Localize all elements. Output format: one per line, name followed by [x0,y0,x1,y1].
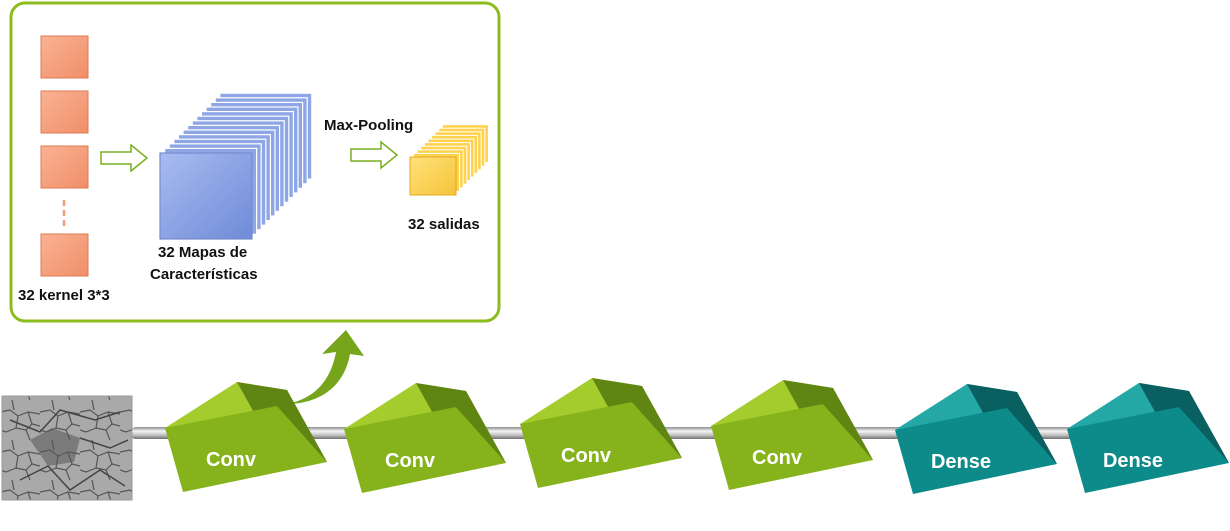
cube-edge [1179,391,1229,463]
cube-front-face [344,407,506,493]
output-layer [409,156,457,196]
feature-map-front [159,152,253,240]
kernel-square [40,90,89,134]
arrow-right-icon [100,143,149,173]
cube-edge [823,388,873,460]
conv-block-label: Conv [206,449,257,471]
conv-block: Conv [344,383,506,493]
zoom-arrow-icon [286,330,364,404]
kernel-square [40,233,89,277]
cube-front-face [520,402,682,488]
output-front [409,156,457,196]
feature-map-layer [159,152,253,240]
cube-edge [456,391,506,463]
conv-block: Conv [711,380,873,490]
conv-block-label: Conv [385,450,436,472]
cube-front-face [1067,407,1229,493]
cube-front-face [711,404,873,490]
kernel-label: 32 kernel 3*3 [18,287,110,304]
cube-front-face [895,408,1057,494]
pooling-label: Max-Pooling [324,117,413,134]
dense-block-label: Dense [931,451,991,473]
conv-block: Conv [520,378,682,488]
feature-maps-label-line2: Características [150,266,258,283]
dense-block: Dense [895,384,1057,494]
kernel-square [40,145,89,189]
dense-block: Dense [1067,383,1229,493]
outputs-label: 32 salidas [408,216,480,233]
feature-maps-label-line1: 32 Mapas de [158,244,247,261]
conv-block: Conv [165,382,327,492]
cube-edge [632,386,682,458]
cube-front-face [165,406,327,492]
dense-block-label: Dense [1103,450,1163,472]
conv-block-label: Conv [561,445,612,467]
output-stack [409,124,489,196]
kernel-stack [40,35,89,277]
arrow-right-icon [350,140,399,170]
cube-edge [1007,392,1057,464]
feature-map-stack [159,92,313,240]
conv-block-label: Conv [752,447,803,469]
cube-edge [277,390,327,462]
kernel-square [40,35,89,79]
pipeline-blocks: Conv Conv Conv Conv Dense Dense [165,378,1229,494]
input-image [1,395,133,501]
